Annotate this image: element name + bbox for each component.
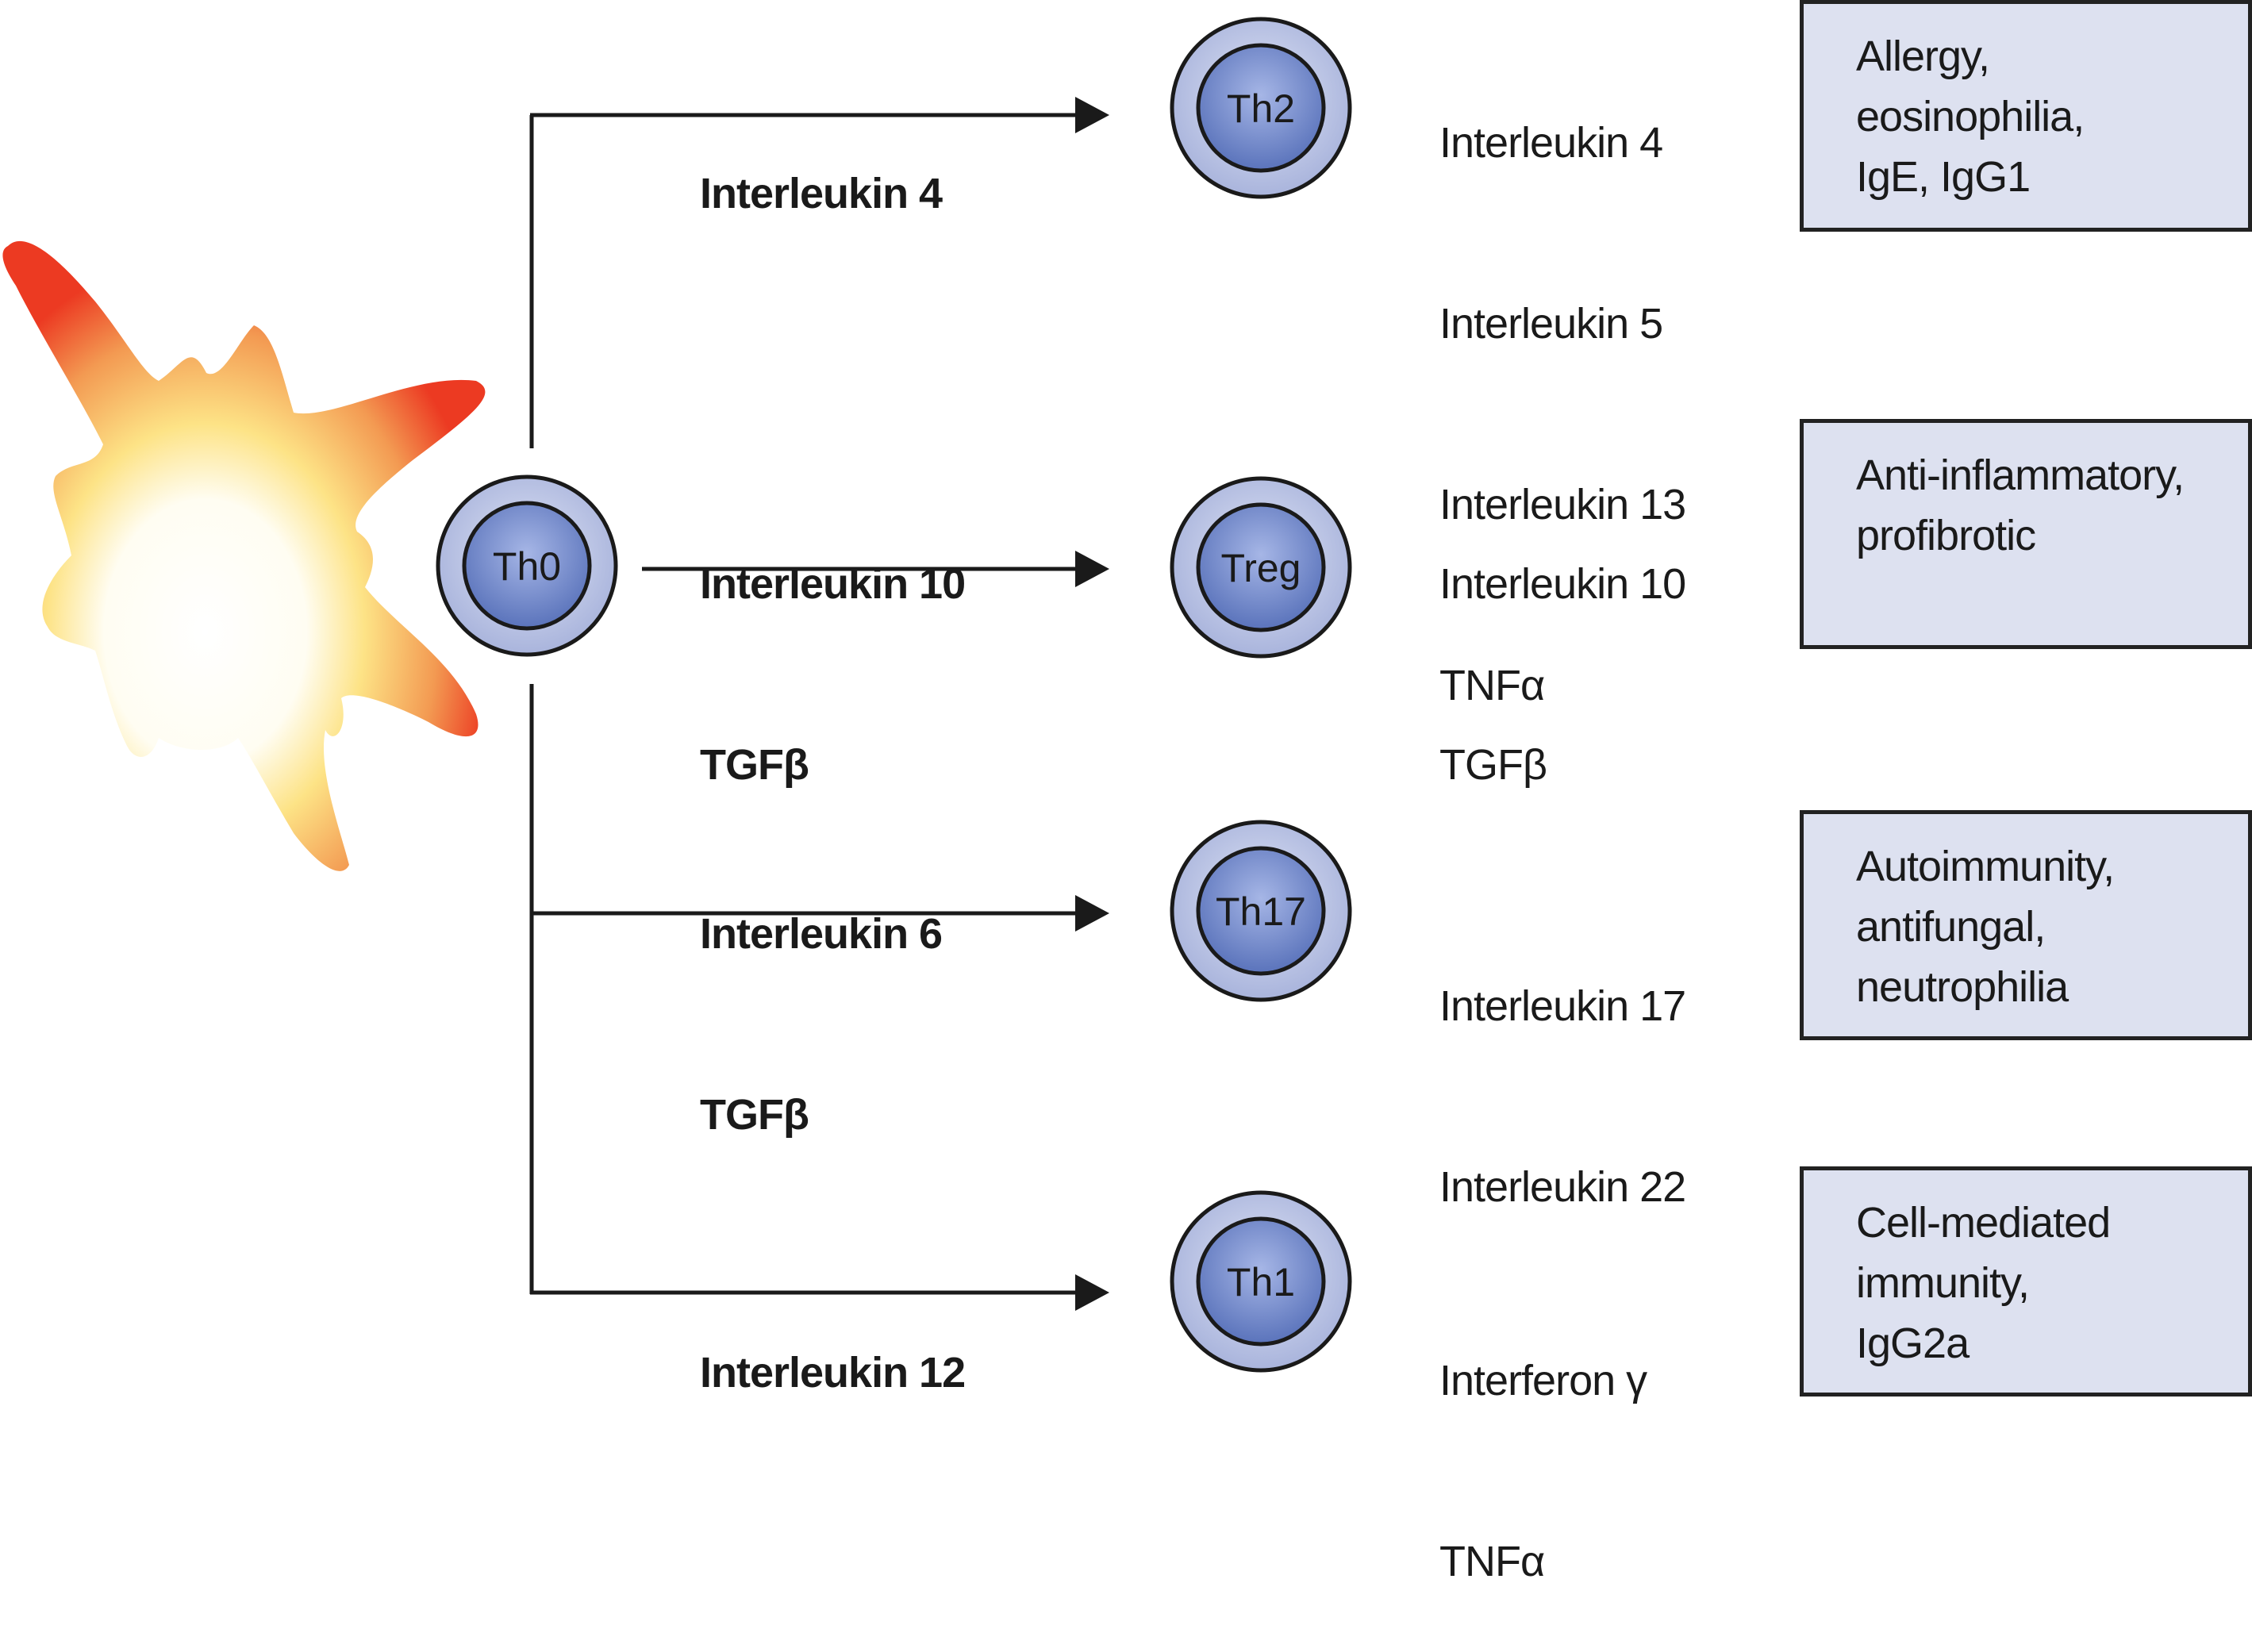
- cytokines-th2: Interleukin 4 Interleukin 5 Interleukin …: [1439, 0, 1686, 776]
- outcome-line: antifungal,: [1856, 903, 2046, 951]
- cytokine-item: Interleukin 17: [1439, 982, 1686, 1030]
- dendritic-cell-icon: [2, 240, 486, 871]
- cell-th2: [1170, 17, 1352, 199]
- outcome-line: Anti-inflammatory,: [1856, 451, 2185, 499]
- cell-th0: [436, 474, 618, 657]
- cytokine-item: TGFβ: [1439, 741, 1547, 789]
- cell-th1: [1170, 1190, 1352, 1373]
- arrowhead-icon: [1075, 551, 1109, 587]
- cytokines-th17: Interleukin 17 Interleukin 22: [1439, 855, 1686, 1277]
- outcome-line: Allergy,: [1856, 33, 1990, 80]
- outcome-line: immunity,: [1856, 1259, 2030, 1307]
- signal-th2: Interleukin 4: [700, 43, 943, 284]
- signal-th1: Interleukin 12: [700, 1222, 966, 1463]
- cell-th17: [1170, 820, 1352, 1002]
- cell-label-th2: Th2: [1227, 86, 1295, 131]
- signal-line: Interleukin 10: [700, 560, 966, 608]
- outcome-line: eosinophilia,: [1856, 93, 2085, 140]
- signal-line: Interleukin 4: [700, 170, 943, 217]
- cytokine-item: TNFα: [1439, 1538, 1545, 1585]
- outcome-line: Cell-mediated: [1856, 1199, 2111, 1247]
- cytokine-item: Interleukin 4: [1439, 119, 1663, 167]
- signal-treg: Interleukin 10 TGFβ: [700, 433, 966, 855]
- outcome-box-treg: Anti-inflammatory, profibrotic: [1800, 419, 2252, 649]
- arrowhead-icon: [1075, 895, 1109, 932]
- cytokine-item: Interleukin 13: [1439, 481, 1686, 528]
- cell-label-th17: Th17: [1216, 889, 1306, 934]
- outcome-line: profibrotic: [1856, 512, 2036, 559]
- outcome-line: Autoimmunity,: [1856, 843, 2115, 890]
- cytokines-treg: Interleukin 10 TGFβ: [1439, 433, 1686, 855]
- arrowhead-icon: [1075, 97, 1109, 133]
- signal-line: TGFβ: [700, 1091, 809, 1139]
- cytokine-item: Interferon γ: [1439, 1357, 1647, 1404]
- outcome-box-th17: Autoimmunity, antifungal, neutrophilia: [1800, 810, 2252, 1040]
- signal-line: Interleukin 12: [700, 1349, 966, 1397]
- cytokine-item: Interleukin 22: [1439, 1163, 1686, 1211]
- arrowhead-icon: [1075, 1274, 1109, 1311]
- cell-label-treg: Treg: [1221, 546, 1301, 590]
- cytokine-item: TNFα: [1439, 662, 1545, 709]
- cell-treg: [1170, 476, 1352, 659]
- outcome-box-th2: Allergy, eosinophilia, IgE, IgG1: [1800, 0, 2252, 232]
- outcome-line: IgE, IgG1: [1856, 153, 2031, 201]
- signal-line: TGFβ: [700, 741, 809, 789]
- diagram-canvas: Th0 Th2 Treg Th17 Th1: [2, 17, 1352, 1373]
- cell-label-th0: Th0: [493, 544, 561, 589]
- cytokine-item: Interleukin 5: [1439, 300, 1663, 348]
- signal-th17: Interleukin 6 TGFβ: [700, 783, 943, 1205]
- cytokine-item: Interleukin 10: [1439, 560, 1686, 608]
- outcome-line: neutrophilia: [1856, 963, 2069, 1011]
- outcome-line: IgG2a: [1856, 1320, 1970, 1367]
- signal-line: Interleukin 6: [700, 910, 943, 958]
- cell-label-th1: Th1: [1227, 1260, 1295, 1304]
- cytokines-th1: Interferon γ TNFα: [1439, 1230, 1647, 1652]
- outcome-box-th1: Cell-mediated immunity, IgG2a: [1800, 1166, 2252, 1397]
